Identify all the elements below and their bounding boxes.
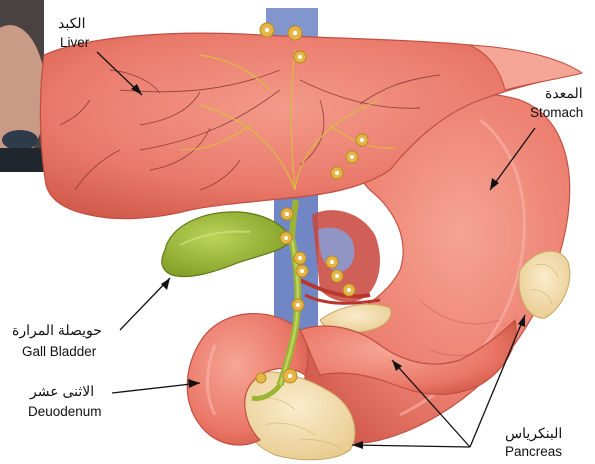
gall-bladder-label-ar: حويصلة المرارة <box>12 323 102 338</box>
liver-label-ar: الكبد <box>58 16 85 31</box>
gall-bladder-label-en: Gall Bladder <box>22 345 96 360</box>
pancreas-label-en: Pancreas <box>505 445 562 460</box>
duodenum-label-en: Deuodenum <box>28 405 102 420</box>
liver-label-en: Liver <box>60 36 89 51</box>
stomach-label-ar: المعدة <box>545 86 583 101</box>
pancreas-leader-3 <box>352 445 470 447</box>
duodenum-label-ar: الاثنى عشر <box>30 384 94 399</box>
stomach-label-en: Stomach <box>530 106 583 121</box>
gall-bladder-leader <box>120 278 170 330</box>
gall-bladder-arrowhead <box>161 278 170 290</box>
gall-bladder <box>162 212 292 277</box>
pancreas-label-ar: البنكرياس <box>505 426 562 441</box>
